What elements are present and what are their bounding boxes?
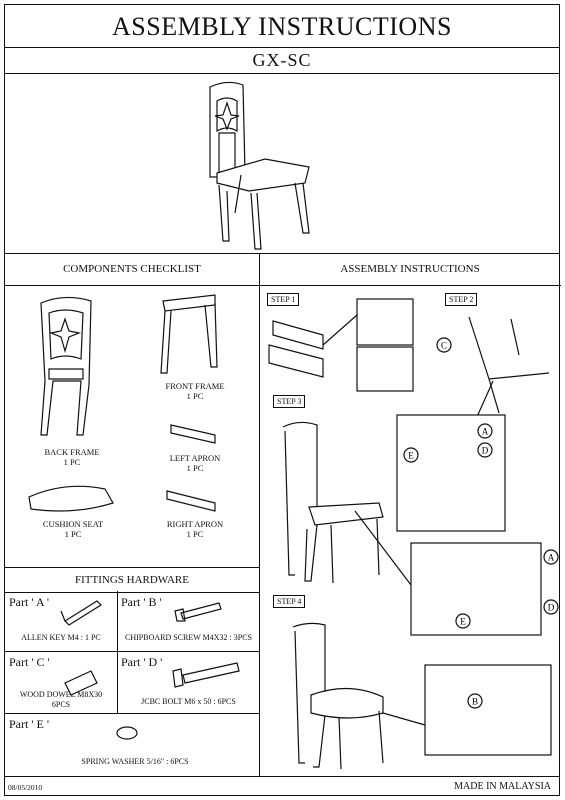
allen-key-icon: [60, 600, 102, 626]
step-4-label: STEP 4: [273, 595, 306, 608]
part-b-label: Part ' B ': [121, 595, 162, 609]
step-3-label: STEP 3: [273, 395, 306, 408]
back-frame-drawing: [40, 296, 92, 436]
part-d-desc: JCBC BOLT M6 x 50 : 6PCS: [141, 697, 236, 706]
spring-washer-icon: [116, 726, 138, 740]
model-number: GX-SC: [5, 47, 559, 74]
callout-b: B: [472, 697, 478, 707]
callout-d-step3: D: [482, 446, 489, 456]
page-title: ASSEMBLY INSTRUCTIONS: [5, 5, 559, 48]
part-a-desc: ALLEN KEY M4 : 1 PC: [21, 633, 101, 642]
chipboard-screw-icon: [174, 602, 222, 622]
print-date: 08/05/2010: [8, 783, 43, 792]
components-checklist-heading: COMPONENTS CHECKLIST: [5, 253, 259, 286]
chair-drawing: [209, 81, 310, 250]
fittings-hardware-heading: FITTINGS HARDWARE: [5, 567, 259, 593]
part-e-desc: SPRING WASHER 5/16" : 6PCS: [81, 757, 189, 766]
callout-d-step3b: D: [548, 603, 555, 613]
instruction-sheet: ASSEMBLY INSTRUCTIONS GX-SC COMPONENTS C…: [4, 4, 561, 796]
components-drawings: [28, 294, 218, 512]
footer-divider: [5, 776, 559, 777]
callout-a-step3b: A: [548, 553, 555, 563]
part-b-desc: CHIPBOARD SCREW M4X32 : 3PCS: [125, 633, 252, 642]
column-divider: [259, 253, 260, 776]
part-e-label: Part ' E ': [9, 717, 49, 731]
callout-a-step3: A: [482, 427, 489, 437]
part-d-label: Part ' D ': [121, 655, 163, 669]
callout-e-step3: E: [408, 451, 414, 461]
part-c-label: Part ' C ': [9, 655, 50, 669]
fittings-divider: [117, 591, 118, 713]
chair-hero-illustration: [5, 73, 559, 254]
left-apron-drawing: [170, 424, 216, 444]
made-in-label: MADE IN MALAYSIA: [454, 781, 551, 792]
step-2-label: STEP 2: [445, 293, 478, 306]
jcbc-bolt-icon: [172, 662, 240, 688]
assembly-drawings: C A D E A D E B: [268, 298, 559, 770]
step-1-label: STEP 1: [267, 293, 300, 306]
front-frame-drawing: [160, 294, 218, 374]
callout-c: C: [441, 341, 447, 351]
fittings-divider: [5, 713, 259, 714]
hardware-drawings: [60, 600, 240, 740]
wood-dowel-icon: [64, 670, 98, 696]
callout-e-step3b: E: [460, 617, 466, 627]
part-a-label: Part ' A ': [9, 595, 49, 609]
fittings-divider: [5, 651, 259, 652]
right-apron-drawing: [166, 490, 216, 512]
cushion-seat-drawing: [28, 485, 114, 512]
assembly-instructions-heading: ASSEMBLY INSTRUCTIONS: [259, 253, 561, 286]
